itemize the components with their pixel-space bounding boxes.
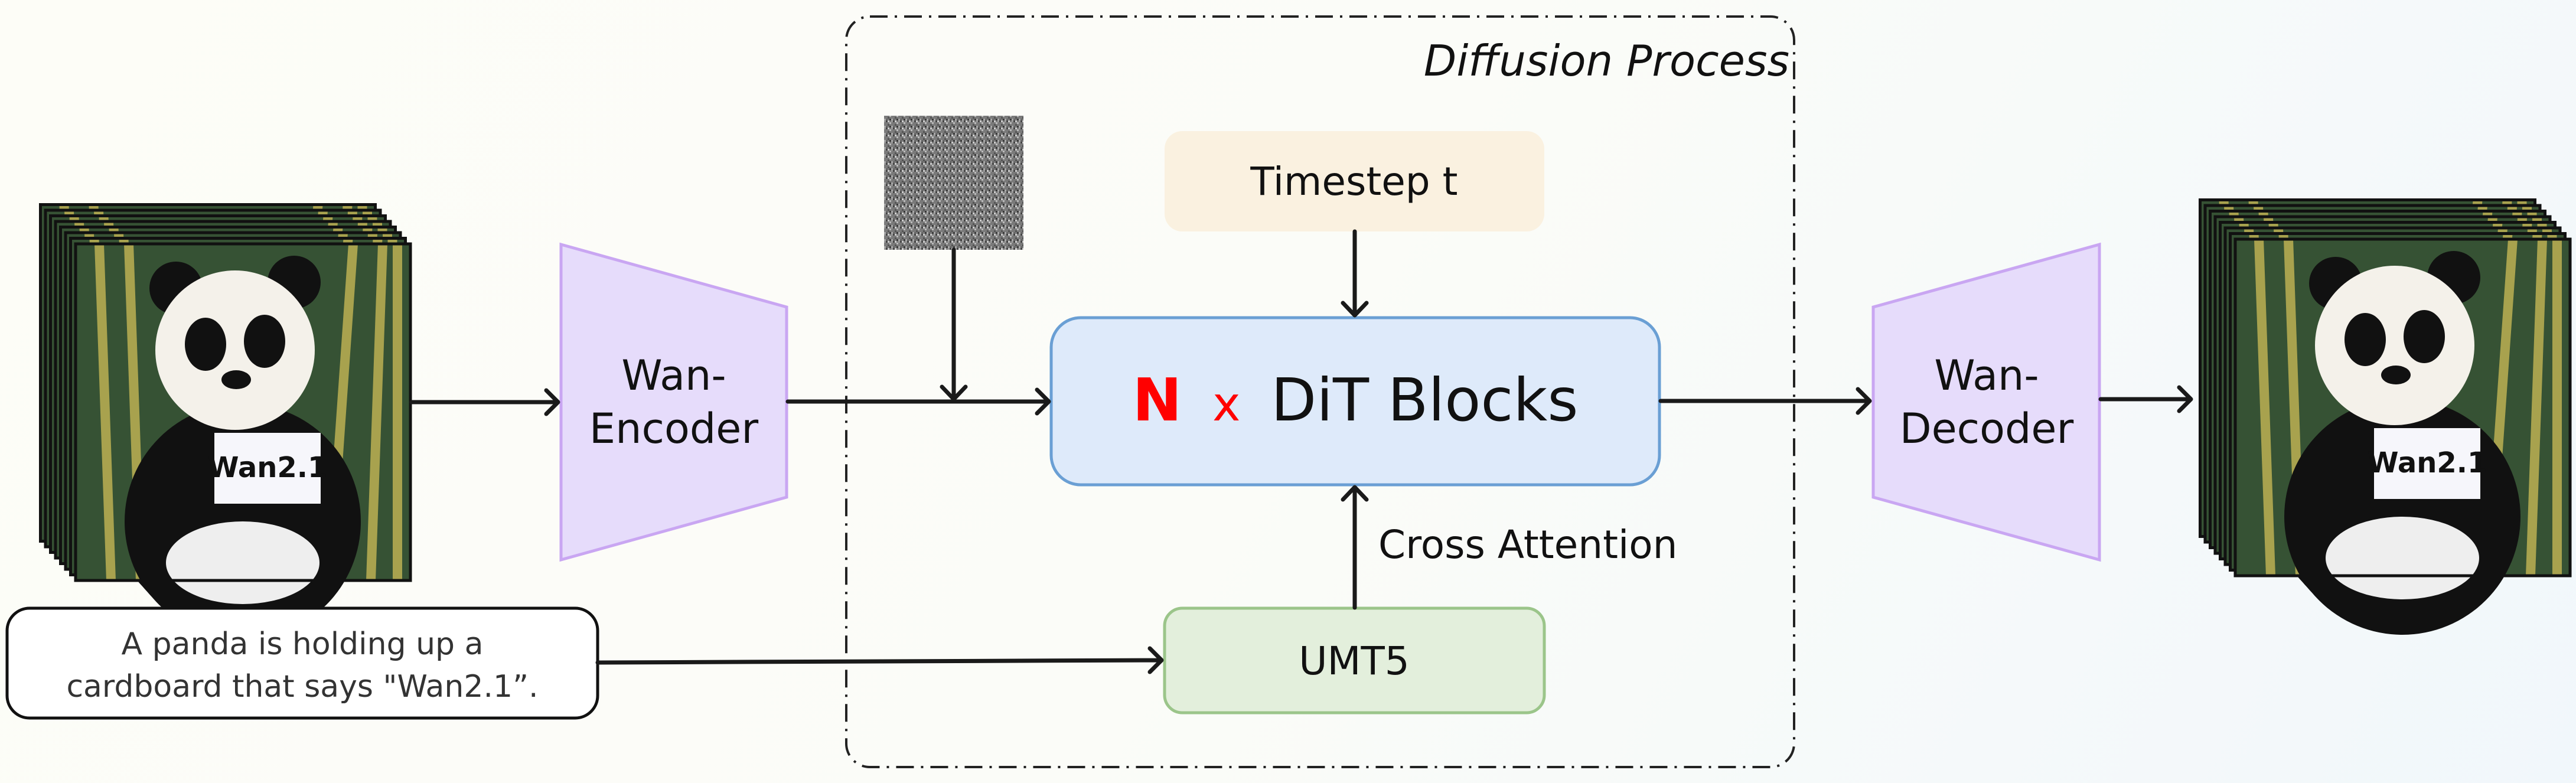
dit-label: N x DiT Blocks [1133, 366, 1579, 435]
timestep-label: Timestep t [1250, 159, 1457, 204]
output-video-frames [2200, 200, 2571, 635]
diffusion-process-label: Diffusion Process [1424, 36, 1789, 86]
decoder-label-line1: Wan- [1934, 351, 2039, 400]
dit-blocks-text: DiT Blocks [1271, 366, 1578, 435]
arrow-noise-to-merge [940, 247, 968, 402]
encoder-label-line2: Encoder [589, 404, 758, 453]
decoder-label-line2: Decoder [1900, 404, 2074, 453]
wan-encoder-block [559, 242, 788, 562]
dit-n-count: N [1133, 366, 1182, 435]
arrow-prompt-to-umt5 [595, 646, 1164, 674]
umt5-label: UMT5 [1299, 638, 1410, 684]
arrow-decoder-to-output [2098, 385, 2193, 413]
timestep-block [1165, 131, 1544, 231]
arrow-timestep-to-dit [1341, 229, 1369, 318]
prompt-line2: cardboard that says "Wan2.1”. [66, 669, 538, 704]
cross-attention-label: Cross Attention [1378, 522, 1678, 567]
arrow-dit-to-decoder [1658, 387, 1872, 415]
video-frame-border [74, 242, 412, 582]
arrow-encoder-to-dit [785, 387, 1051, 416]
arrow-umt5-to-dit [1341, 485, 1369, 610]
noise-latent-image [884, 116, 1023, 250]
video-frame-border [2233, 237, 2572, 578]
input-video-frames [41, 205, 411, 640]
encoder-label-line1: Wan- [621, 351, 726, 400]
arrow-video-to-encoder [409, 388, 560, 416]
prompt-line1: A panda is holding up a [122, 627, 484, 662]
diffusion-process-container [845, 15, 1795, 768]
dit-times: x [1212, 377, 1240, 432]
wan-decoder-block [1871, 242, 2101, 562]
